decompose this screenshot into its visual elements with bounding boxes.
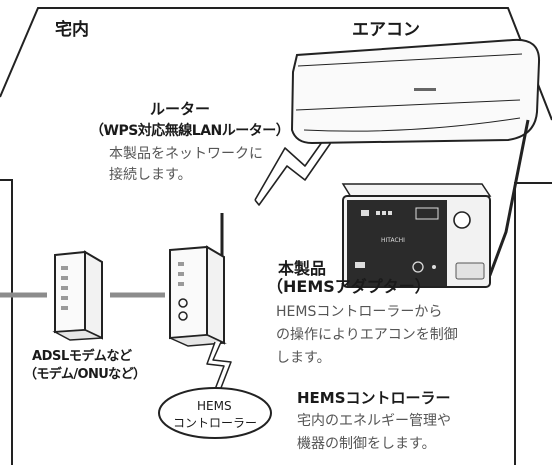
aircon-label: エアコン: [352, 20, 420, 40]
controller-title: HEMSコントローラー: [297, 389, 451, 407]
router-desc-line2: 接続します。: [109, 167, 192, 183]
controller-bubble-line2: コントローラー: [173, 416, 258, 430]
adapter-desc-line1: HEMSコントローラーから: [276, 304, 443, 320]
adapter-desc-line3: します。: [276, 350, 331, 366]
adapter-subtitle: （HEMSアダプター）: [267, 277, 431, 296]
wireless-signal-controller: [206, 341, 232, 394]
router-desc-line1: 本製品をネットワークに: [109, 146, 263, 162]
controller-bubble: [158, 387, 272, 439]
adapter-title: 本製品: [278, 259, 327, 278]
air-conditioner-icon: [290, 38, 541, 145]
controller-desc-line2: 機器の制御をします。: [297, 436, 436, 452]
controller-bubble-line1: HEMS: [197, 399, 232, 413]
room-wall-left: [0, 179, 13, 465]
router-icon: [169, 213, 227, 347]
adapter-desc-line2: の操作によりエアコンを制御: [276, 327, 458, 343]
room-wall-right: [514, 182, 552, 465]
router-title: ルーター: [150, 100, 211, 118]
modem-icon: [52, 250, 103, 341]
modem-label-line1: ADSLモデムなど: [32, 349, 132, 364]
house-label: 宅内: [55, 20, 89, 40]
router-subtitle: （WPS対応無線LANルーター）: [90, 123, 290, 139]
controller-desc-line1: 宅内のエネルギー管理や: [297, 413, 451, 429]
hems-adapter-icon: [341, 183, 492, 288]
modem-label-line2: （モデム/ONUなど）: [24, 367, 146, 382]
adapter-brand-text: HITACHI: [381, 237, 405, 244]
